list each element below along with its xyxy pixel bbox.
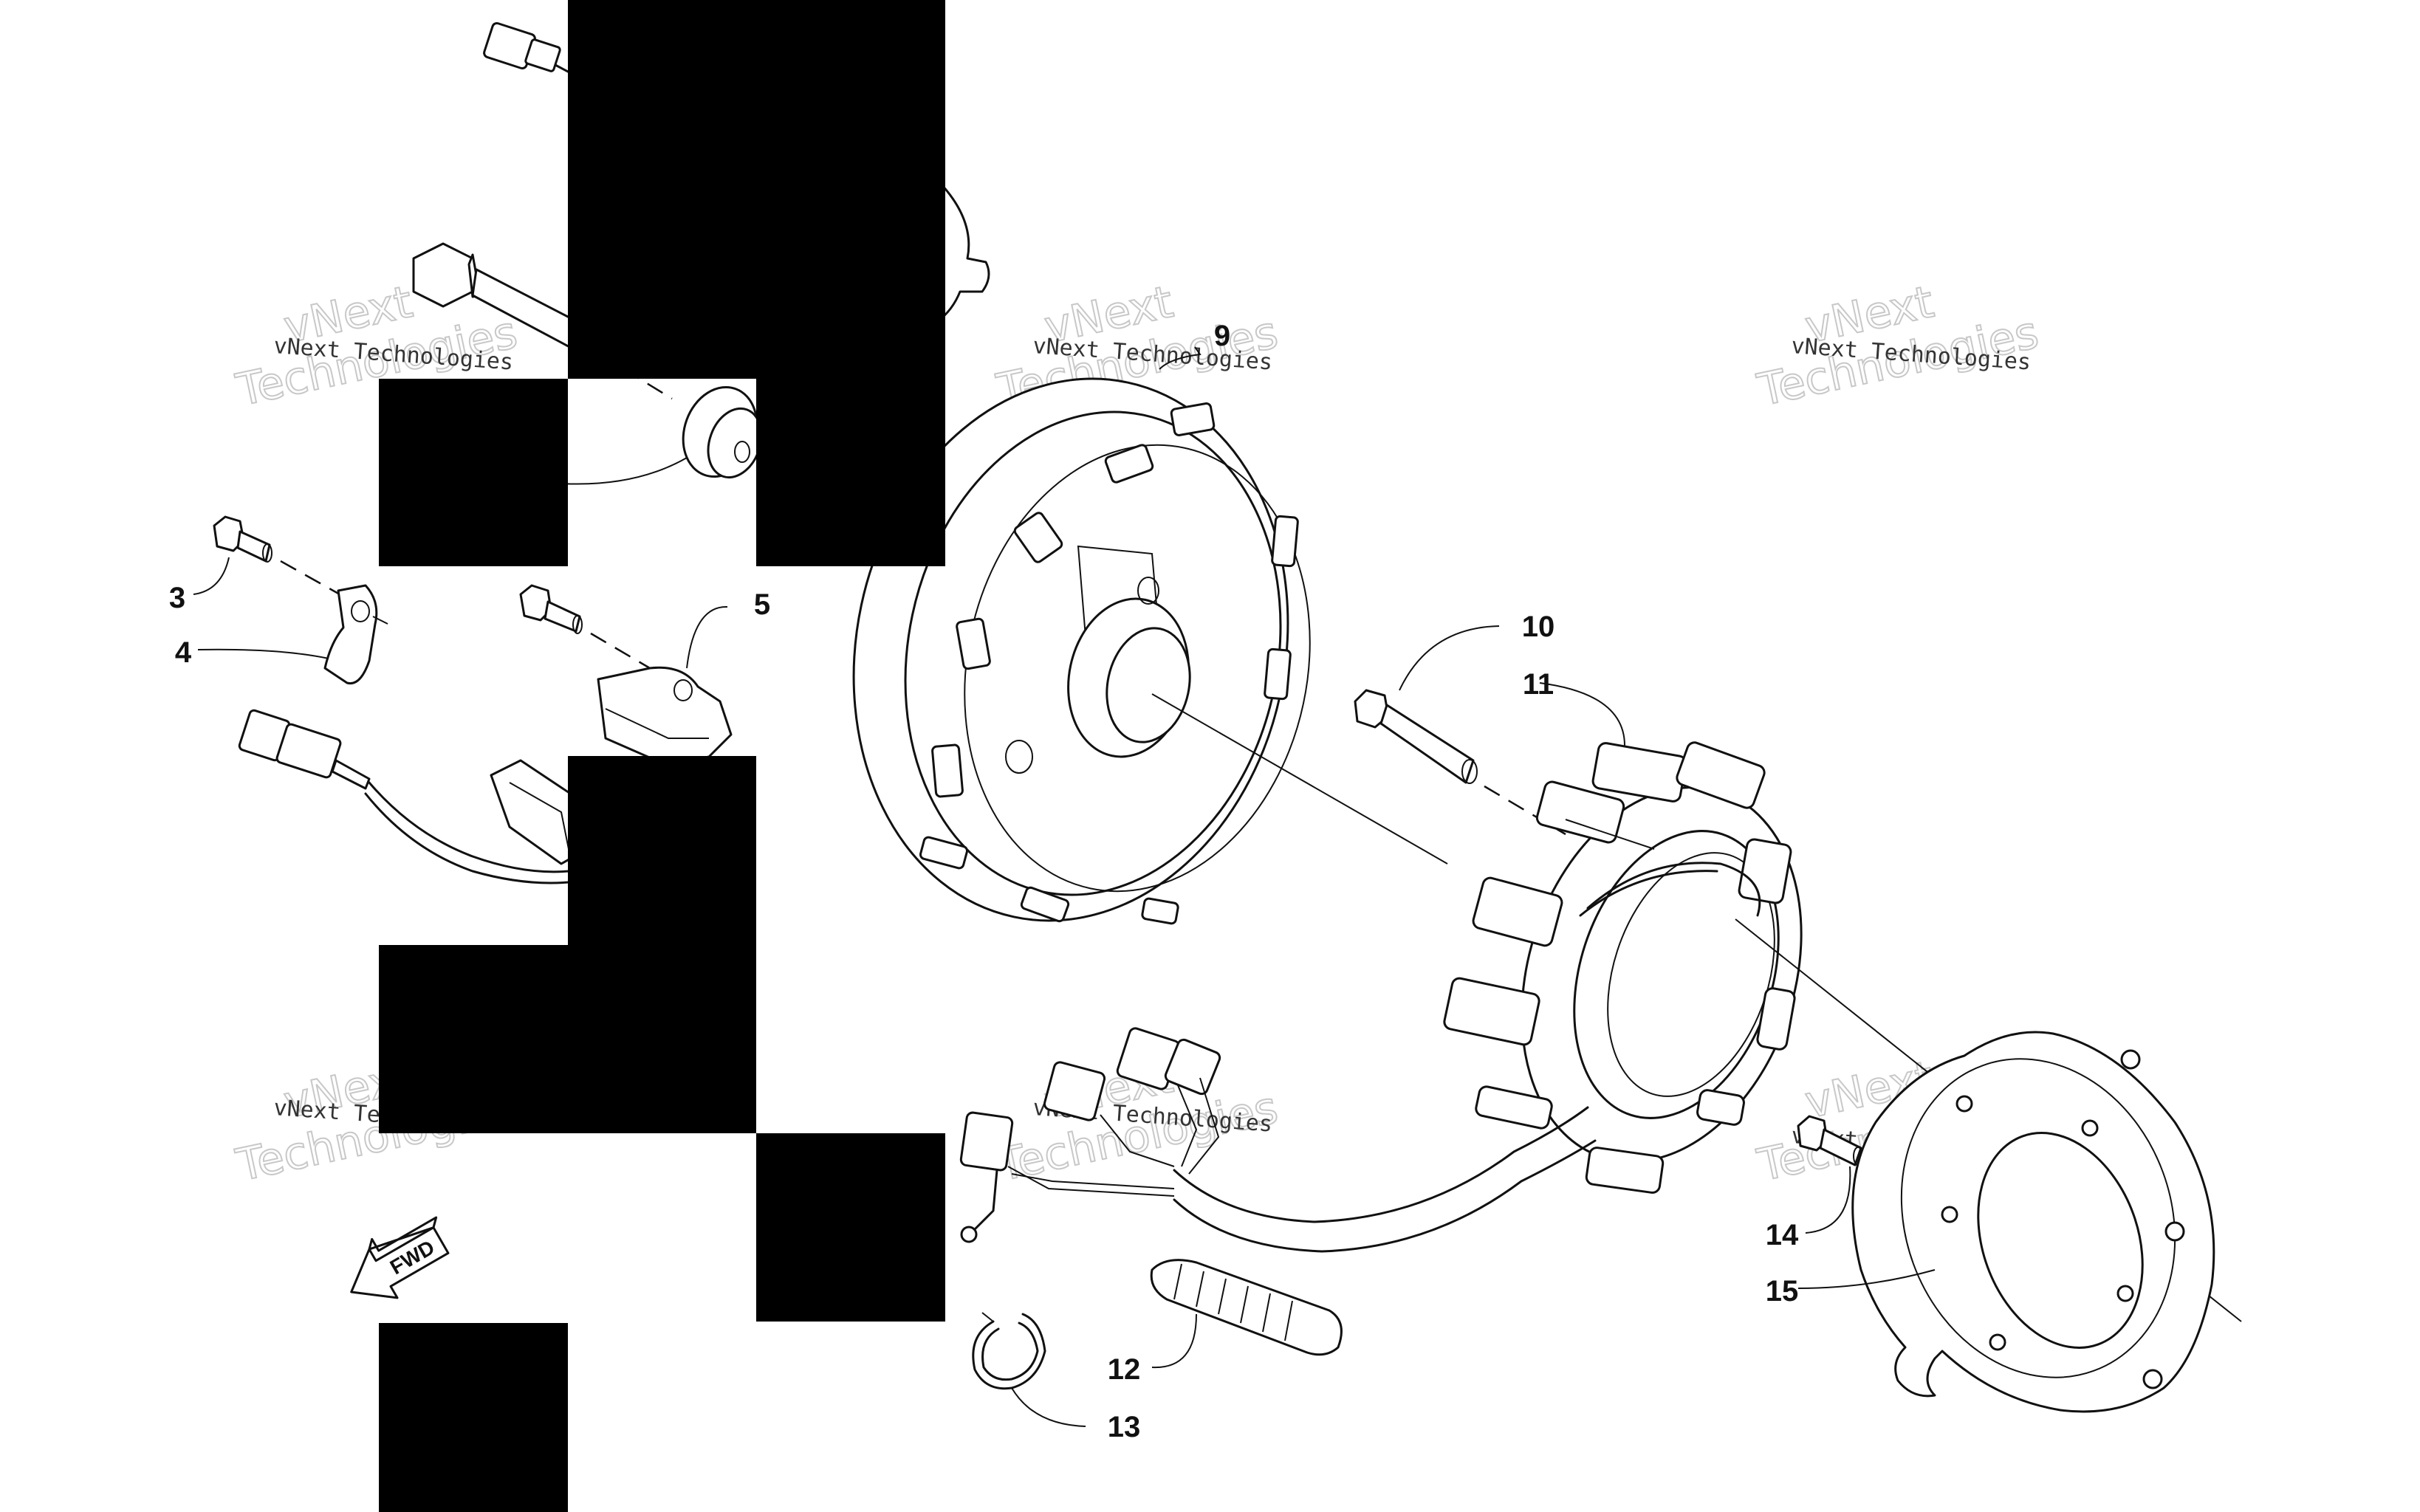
redaction-block [379,945,568,1133]
clamp-leader [1011,1387,1086,1427]
stator-leader [1539,682,1625,746]
redaction-blocks [379,0,945,1512]
redaction-block [756,379,945,566]
main-harness [1173,1106,1589,1223]
bracket-edge [936,183,990,348]
callout-14: 14 [1766,1219,1799,1251]
sensor-leader [686,605,728,669]
bolt14-leader [1805,1166,1851,1234]
callout-12: 12 [1108,1353,1141,1386]
top-connector-plug [483,21,585,81]
plate-bolt-14 [1797,1115,1863,1166]
bolt3-leader [193,557,230,595]
stator-bolt-10 [1354,689,1478,784]
redaction-block [379,379,568,566]
flywheel-9 [852,377,1311,925]
backing-plate-15 [1851,1031,2215,1413]
callout-11: 11 [1523,668,1554,701]
harness-wire-left-2 [364,792,570,884]
grommet-12 [1150,1259,1343,1356]
crank-axis-line-1 [1151,693,1448,865]
redaction-block [756,1133,945,1322]
callout-13: 13 [1108,1411,1141,1443]
flywheel-leader [1159,346,1202,370]
callout-9: 9 [1214,320,1230,352]
callout-10: 10 [1522,611,1555,643]
bolt10-leader [1399,625,1500,691]
sensor-5 [597,666,733,766]
harness-wire-left [368,781,570,873]
stator-11 [1443,741,1803,1194]
redaction-block [379,1323,568,1512]
small-bolt-3 [213,515,272,563]
callout-3: 3 [169,582,185,614]
redaction-block [568,0,945,379]
harness-connectors [959,1027,1221,1243]
washer [682,385,763,479]
washer-leader [561,457,688,485]
callout-4: 4 [175,636,192,669]
stator-bolt-axis-line [1484,785,1566,836]
clamp-13 [972,1312,1046,1390]
redaction-block [568,756,756,1133]
grommet-leader [1151,1313,1197,1369]
plate-leader [1797,1269,1936,1289]
wire-connector-left [238,709,371,790]
watermark-top-right: vNext Technologies [1752,275,2044,417]
bolt3-axis-line [280,560,340,596]
main-harness-2 [1173,1139,1597,1253]
washer4-leader [197,648,329,659]
fwd-arrow: FWD [350,1216,450,1299]
small-bolt-mid [519,584,583,634]
tab-washer-4 [323,584,388,685]
callout-15: 15 [1766,1275,1799,1307]
callout-5: 5 [754,588,770,621]
bolt-mid-axis-line [590,632,651,670]
